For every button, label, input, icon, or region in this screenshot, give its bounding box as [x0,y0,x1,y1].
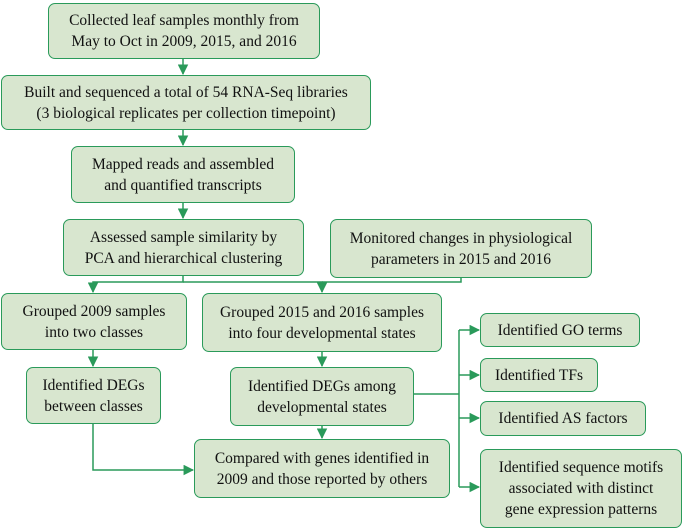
group-2015-2016-box: Grouped 2015 and 2016 samples into four … [202,293,442,352]
group-2015-2016-line-2: into four developmental states [228,324,416,342]
tfs-box: Identified TFs [480,358,598,392]
group-2009-line-2: into two classes [44,323,144,341]
degs-between-classes-box: Identified DEGs between classes [26,367,161,424]
map-reads-line-1: Mapped reads and assembled [91,155,275,173]
group-2009-line-1: Grouped 2009 samples [22,302,166,320]
sequence-motifs-line-3: gene expression patterns [504,501,658,518]
compare-genes-box: Compared with genes identified in 2009 a… [194,439,450,498]
as-factors-box: Identified AS factors [480,401,646,436]
sequence-motifs-line-1: Identified sequence motifs [498,459,664,476]
arrow-degs-classes-to-compare [92,424,195,476]
group-2009-box: Grouped 2009 samples into two classes [1,293,187,350]
degs-developmental-states-box: Identified DEGs among developmental stat… [230,367,414,426]
degs-developmental-states-line-2: developmental states [257,398,387,416]
collect-samples-box: Collected leaf samples monthly from May … [48,3,320,59]
compare-genes-line-1: Compared with genes identified in [214,449,430,467]
go-terms-label: Identified GO terms [497,321,623,339]
sequence-motifs-box: Identified sequence motifs associated wi… [480,449,682,528]
sequence-libraries-box: Built and sequenced a total of 54 RNA-Se… [1,75,371,130]
monitor-physiology-line-1: Monitored changes in physiological [349,229,573,247]
assess-similarity-line-1: Assessed sample similarity by [89,228,278,246]
go-terms-box: Identified GO terms [480,313,640,347]
sequence-libraries-line-1: Built and sequenced a total of 54 RNA-Se… [24,83,348,101]
map-reads-line-2: and quantified transcripts [104,176,262,194]
degs-developmental-states-line-1: Identified DEGs among [247,377,397,395]
tfs-label: Identified TFs [495,366,583,384]
assess-similarity-box: Assessed sample similarity by PCA and hi… [63,219,304,276]
degs-between-classes-line-1: Identified DEGs [42,376,145,394]
monitor-physiology-line-2: parameters in 2015 and 2016 [371,250,551,268]
arrow-assess-to-group2015 [183,281,328,294]
sequence-libraries-line-2: (3 biological replicates per collection … [36,104,336,122]
arrow-monitor-to-group2015 [322,278,462,283]
degs-between-classes-line-2: between classes [44,397,143,415]
collect-samples-line-2: May to Oct in 2009, 2015, and 2016 [71,33,297,50]
collect-samples-line-1: Collected leaf samples monthly from [69,12,299,29]
assess-similarity-line-2: PCA and hierarchical clustering [84,249,283,267]
map-reads-box: Mapped reads and assembled and quantifie… [71,146,295,203]
compare-genes-line-2: 2009 and those reported by others [216,470,428,488]
sequence-motifs-line-2: associated with distinct [508,480,654,497]
arrow-assess-to-group2009 [87,276,184,294]
as-factors-label: Identified AS factors [498,410,628,427]
monitor-physiology-box: Monitored changes in physiological param… [330,219,592,278]
group-2015-2016-line-1: Grouped 2015 and 2016 samples [219,303,425,321]
